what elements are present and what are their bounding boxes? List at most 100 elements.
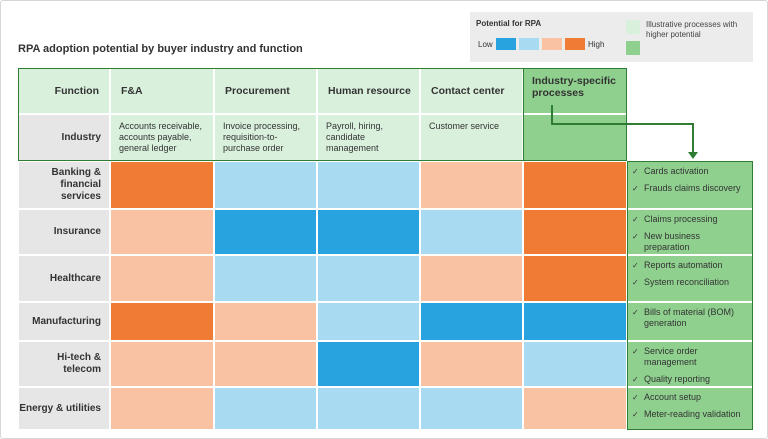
checkmark-icon: ✓ — [632, 375, 639, 384]
heat-cell-r5-c1 — [110, 341, 214, 387]
industry-header: Industry — [18, 114, 110, 161]
heat-cell-r2-c2 — [214, 209, 317, 255]
process-item-label: Quality reporting — [644, 374, 711, 384]
heat-cell-r3-c4 — [420, 255, 523, 302]
heat-cell-r4-c2 — [214, 302, 317, 341]
legend-title: Potential for RPA — [476, 19, 542, 28]
industry-label-5: Hi-tech & telecom — [18, 341, 110, 387]
process-item-label: Claims processing — [644, 214, 718, 224]
heat-cell-r3-c1 — [110, 255, 214, 302]
process-item-label: Frauds claims discovery — [644, 183, 741, 193]
process-item-label: Meter-reading validation — [644, 409, 741, 419]
arrow-head-icon — [688, 152, 698, 159]
heat-cell-r6-c5 — [523, 387, 627, 430]
process-item: ✓ Claims processing — [632, 214, 748, 225]
process-item: ✓ Frauds claims discovery — [632, 183, 748, 194]
legend: Potential for RPA Low High Illustrative … — [470, 12, 753, 62]
heat-cell-r5-c3 — [317, 341, 420, 387]
industry-label-1: Banking & financial services — [18, 161, 110, 209]
legend-swatch-2 — [519, 38, 539, 50]
legend-process-note: Illustrative processes with higher poten… — [646, 20, 738, 39]
heat-cell-r5-c5 — [523, 341, 627, 387]
process-item: ✓ Bills of material (BOM) generation — [632, 307, 748, 329]
function-header-3: Human resource — [317, 68, 420, 114]
heat-cell-r6-c2 — [214, 387, 317, 430]
industry-processes-2: ✓ Claims processing ✓ New business preparat… — [627, 209, 753, 255]
heat-cell-r2-c1 — [110, 209, 214, 255]
checkmark-icon: ✓ — [632, 167, 639, 176]
connector-horizontal — [551, 123, 693, 125]
legend-swatch-3 — [542, 38, 562, 50]
industry-label-3: Healthcare — [18, 255, 110, 302]
legend-process-swatch-light — [626, 20, 640, 34]
industry-processes-3: ✓ Reports automation ✓ System reconciliatio… — [627, 255, 753, 302]
process-item: ✓ Quality reporting — [632, 374, 748, 385]
legend-process-swatch-dark — [626, 41, 640, 55]
heat-cell-r3-c5 — [523, 255, 627, 302]
process-item: ✓ Cards activation — [632, 166, 748, 177]
chart-title: RPA adoption potential by buyer industry… — [18, 43, 303, 55]
industry-processes-1: ✓ Cards activation ✓ Frauds claims discover… — [627, 161, 753, 209]
heat-cell-r6-c3 — [317, 387, 420, 430]
process-item: ✓ Service order management — [632, 346, 748, 368]
heat-cell-r5-c4 — [420, 341, 523, 387]
process-item: ✓ Reports automation — [632, 260, 748, 271]
industry-label-4: Manufacturing — [18, 302, 110, 341]
connector-vertical-2 — [692, 123, 694, 153]
heat-cell-r2-c3 — [317, 209, 420, 255]
function-header-2: Procurement — [214, 68, 317, 114]
heat-cell-r1-c2 — [214, 161, 317, 209]
function-header-5: Industry-specific processes — [523, 68, 627, 114]
industry-label-2: Insurance — [18, 209, 110, 255]
checkmark-icon: ✓ — [632, 261, 639, 270]
checkmark-icon: ✓ — [632, 184, 639, 193]
industry-label-6: Energy & utilities — [18, 387, 110, 430]
checkmark-icon: ✓ — [632, 410, 639, 419]
process-item-label: System reconciliation — [644, 277, 730, 287]
process-item-label: Account setup — [644, 392, 702, 402]
process-item: ✓ System reconciliation — [632, 277, 748, 288]
heat-cell-r5-c2 — [214, 341, 317, 387]
heat-cell-r6-c4 — [420, 387, 523, 430]
connector-vertical-1 — [551, 105, 553, 124]
heat-cell-r6-c1 — [110, 387, 214, 430]
legend-low-label: Low — [478, 40, 493, 49]
heat-cell-r4-c3 — [317, 302, 420, 341]
industry-processes-5: ✓ Service order management ✓ Quality report… — [627, 341, 753, 387]
process-item: ✓ New business preparation — [632, 231, 748, 253]
legend-swatch-1 — [496, 38, 516, 50]
process-item: ✓ Meter-reading validation — [632, 409, 748, 420]
process-item-label: New business preparation — [644, 231, 701, 252]
industry-processes-6: ✓ Account setup ✓ Meter-reading validation — [627, 387, 753, 430]
heat-cell-r1-c4 — [420, 161, 523, 209]
process-item-label: Bills of material (BOM) generation — [644, 307, 735, 328]
heat-cell-r2-c4 — [420, 209, 523, 255]
heat-cell-r4-c1 — [110, 302, 214, 341]
process-item-label: Reports automation — [644, 260, 723, 270]
heat-cell-r3-c2 — [214, 255, 317, 302]
function-processes-2: Invoice processing, requisition-to-purch… — [214, 114, 317, 161]
checkmark-icon: ✓ — [632, 347, 639, 356]
heat-cell-r4-c4 — [420, 302, 523, 341]
heat-cell-r1-c5 — [523, 161, 627, 209]
function-processes-1: Accounts receivable, accounts payable, g… — [110, 114, 214, 161]
legend-high-label: High — [588, 40, 605, 49]
checkmark-icon: ✓ — [632, 308, 639, 317]
heat-cell-r1-c3 — [317, 161, 420, 209]
function-processes-5 — [523, 114, 627, 161]
process-item-label: Cards activation — [644, 166, 709, 176]
checkmark-icon: ✓ — [632, 278, 639, 287]
process-item-label: Service order management — [644, 346, 698, 367]
heat-cell-r1-c1 — [110, 161, 214, 209]
checkmark-icon: ✓ — [632, 215, 639, 224]
checkmark-icon: ✓ — [632, 393, 639, 402]
heat-cell-r2-c5 — [523, 209, 627, 255]
function-header-1: F&A — [110, 68, 214, 114]
industry-processes-4: ✓ Bills of material (BOM) generation — [627, 302, 753, 341]
heat-cell-r4-c5 — [523, 302, 627, 341]
legend-swatch-4 — [565, 38, 585, 50]
checkmark-icon: ✓ — [632, 232, 639, 241]
function-header-4: Contact center — [420, 68, 523, 114]
process-item: ✓ Account setup — [632, 392, 748, 403]
heat-cell-r3-c3 — [317, 255, 420, 302]
